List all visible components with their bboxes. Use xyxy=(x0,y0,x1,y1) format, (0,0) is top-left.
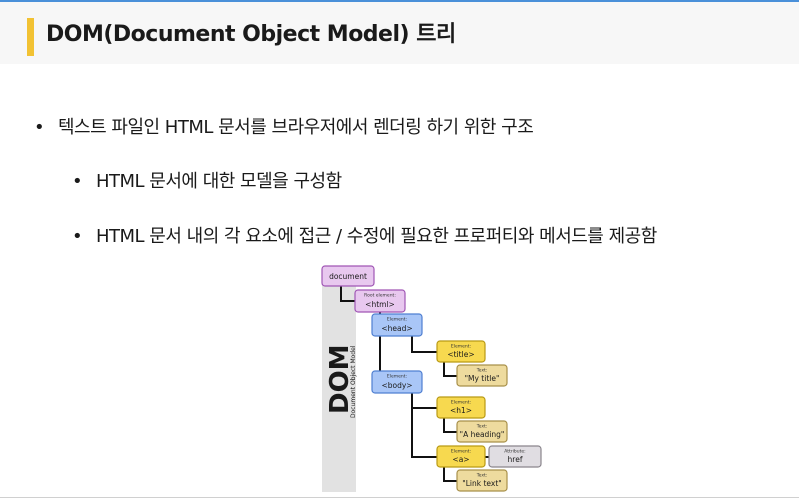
bullet-text: HTML 문서에 대한 모델을 구성함 xyxy=(96,171,342,192)
node-box xyxy=(321,265,375,287)
node-box xyxy=(456,469,508,492)
node-label: <title> xyxy=(447,350,474,359)
node-type-label: Element: xyxy=(387,374,407,380)
dom-node-html: Root element:<html> xyxy=(354,289,406,313)
dom-node-document: document xyxy=(321,265,375,287)
node-type-label: Text: xyxy=(476,473,488,479)
node-box xyxy=(436,445,486,468)
dom-side-caption: Document Object Model xyxy=(350,345,357,418)
dom-node-aheading: Text:"A heading" xyxy=(456,420,508,443)
top-rule xyxy=(0,0,799,2)
dom-node-mytitle: Text:"My title" xyxy=(456,364,508,387)
node-label: "Link text" xyxy=(462,479,501,488)
bullet-text: 텍스트 파일인 HTML 문서를 브라우저에서 렌더링 하기 위한 구조 xyxy=(58,117,534,138)
dom-side-band xyxy=(322,282,356,492)
node-label: <html> xyxy=(365,300,395,309)
node-label: href xyxy=(508,455,523,464)
node-box xyxy=(436,340,486,363)
bullet-item-3: • HTML 문서 내의 각 요소에 접근 / 수정에 필요한 프로퍼티와 메서드… xyxy=(72,222,657,248)
node-type-label: Element: xyxy=(451,344,471,350)
dom-node-title: Element:<title> xyxy=(436,340,486,363)
dom-node-href: Attribute:href xyxy=(488,445,542,468)
node-box xyxy=(436,396,486,419)
node-type-label: Text: xyxy=(476,424,488,430)
edge-body-h1 xyxy=(411,393,437,409)
node-box xyxy=(371,313,423,337)
bullet-item-2: • HTML 문서에 대한 모델을 구성함 xyxy=(72,167,342,193)
node-label: <head> xyxy=(381,324,412,333)
node-type-label: Element: xyxy=(387,317,407,323)
edge-body-a xyxy=(411,393,437,458)
bullet-marker: • xyxy=(34,117,45,138)
node-type-label: Element: xyxy=(451,400,471,406)
bullet-text: HTML 문서 내의 각 요소에 접근 / 수정에 필요한 프로퍼티와 메서드를… xyxy=(96,226,657,247)
edge-h1-aheading xyxy=(443,418,457,433)
dom-node-a: Element:<a> xyxy=(436,445,486,468)
node-type-label: Root element: xyxy=(364,293,396,299)
node-label: <body> xyxy=(381,381,412,390)
node-type-label: Attribute: xyxy=(504,449,525,455)
node-label: <a> xyxy=(452,455,469,464)
node-box xyxy=(371,370,423,394)
dom-node-body: Element:<body> xyxy=(371,370,423,394)
node-label: "A heading" xyxy=(460,430,505,439)
node-label: document xyxy=(329,272,367,281)
page-title: DOM(Document Object Model) 트리 xyxy=(46,22,456,47)
node-label: <h1> xyxy=(450,406,472,415)
edge-a-linktext xyxy=(443,467,457,482)
edge-title-mytitle xyxy=(443,362,457,377)
dom-node-head: Element:<head> xyxy=(371,313,423,337)
title-bar: DOM(Document Object Model) 트리 xyxy=(0,2,799,64)
bottom-rule xyxy=(0,497,799,498)
edge-document-html xyxy=(340,286,355,302)
title-accent-bar xyxy=(27,18,34,56)
node-type-label: Text: xyxy=(476,368,488,374)
node-box xyxy=(456,420,508,443)
bullet-marker: • xyxy=(72,226,83,247)
bullet-marker: • xyxy=(72,171,83,192)
node-box xyxy=(354,289,406,313)
dom-side-label: DOM xyxy=(325,344,355,414)
node-label: "My title" xyxy=(465,374,500,383)
node-box xyxy=(456,364,508,387)
node-type-label: Element: xyxy=(451,449,471,455)
edge-head-title xyxy=(411,336,437,353)
bullet-item-1: • 텍스트 파일인 HTML 문서를 브라우저에서 렌더링 하기 위한 구조 xyxy=(34,113,534,139)
node-box xyxy=(488,445,542,468)
dom-node-linktext: Text:"Link text" xyxy=(456,469,508,492)
dom-node-h1: Element:<h1> xyxy=(436,396,486,419)
